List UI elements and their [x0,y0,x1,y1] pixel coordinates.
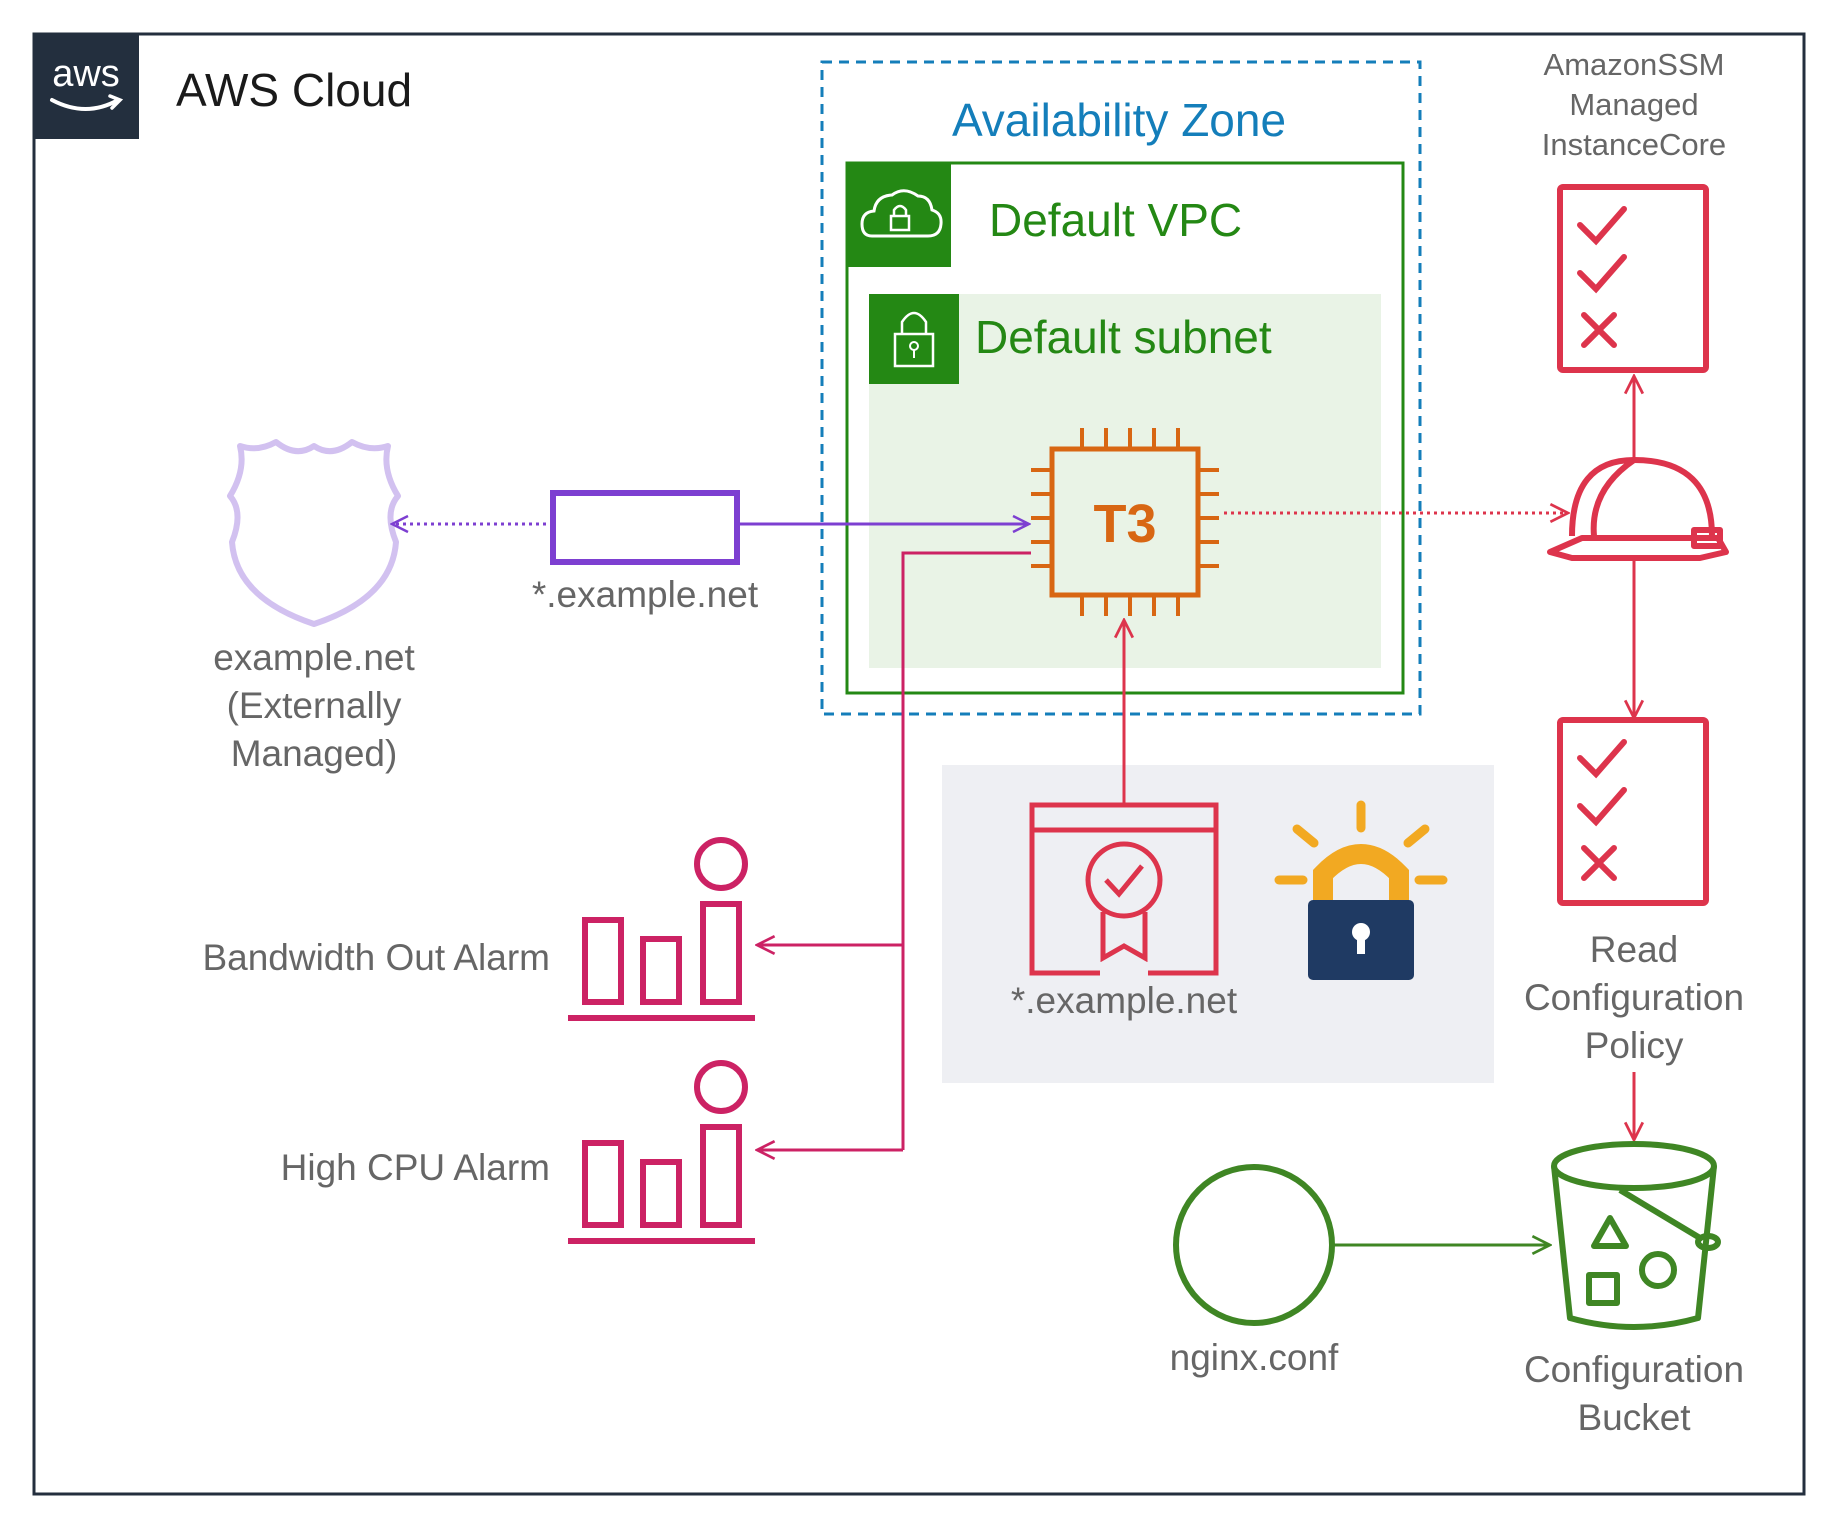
instance-type-label: T3 [1093,494,1156,554]
aws-cloud-title: AWS Cloud [176,64,412,116]
bandwidth-alarm-icon [568,837,755,1021]
route53-label-line2: (Externally [227,685,402,726]
dns-record-label: *.example.net [532,574,759,615]
subnet-group: Default subnet [869,294,1381,668]
ec2-chip-icon [1049,446,1201,598]
route53-label-line1: example.net [213,637,415,678]
availability-zone-group: Availability Zone [820,60,1422,716]
bucket-label-line1: Configuration [1524,1349,1744,1390]
route53-shield-icon [227,439,401,627]
lets-encrypt-lock-icon [1274,800,1448,980]
aws-logo-text: aws [52,53,120,95]
instance-alarm-trunk-line [901,551,1031,1150]
read-policy-label-line2: Configuration [1524,977,1744,1018]
cpu-alarm[interactable]: High CPU Alarm [281,1060,755,1244]
certificate-panel: *.example.net [942,765,1494,1083]
cpu-alarm-icon [568,1060,755,1244]
ssm-policy-label-line2: Managed [1569,87,1698,122]
vpc-title: Default VPC [989,194,1242,246]
ssm-managed-policy[interactable]: AmazonSSM Managed InstanceCore [1542,47,1726,373]
ssm-policy-label-line3: InstanceCore [1542,127,1726,162]
read-policy-label-line3: Policy [1585,1025,1684,1066]
aws-smile-icon [50,98,120,111]
certificate-label: *.example.net [1011,980,1238,1021]
aws-cloud-group: aws AWS Cloud [32,32,1806,1496]
read-policy-document-icon [1557,717,1709,906]
read-policy-label-line1: Read [1590,929,1678,970]
route53-label-line3: Managed) [231,733,398,774]
bandwidth-alarm-label: Bandwidth Out Alarm [202,937,550,978]
certificate-icon[interactable] [1029,802,1219,976]
vpc-group: Default VPC [845,161,1405,695]
bucket-label-line2: Bucket [1577,1397,1691,1438]
ssm-policy-label-line1: AmazonSSM [1544,47,1725,82]
read-config-policy[interactable]: Read Configuration Policy [1524,717,1744,1066]
bandwidth-alarm[interactable]: Bandwidth Out Alarm [202,837,755,1021]
config-bucket[interactable]: Configuration Bucket [1524,1141,1744,1438]
s3-bucket-icon [1551,1141,1721,1330]
cpu-alarm-label: High CPU Alarm [281,1147,550,1188]
ec2-instance[interactable]: T3 [1031,428,1219,616]
route53-hosted-zone[interactable]: example.net (Externally Managed) [213,439,415,774]
nginx-conf-label: nginx.conf [1170,1337,1339,1378]
subnet-lock-icon [869,294,959,384]
dns-record-icon [550,490,740,565]
subnet-title: Default subnet [975,311,1272,363]
availability-zone-title: Availability Zone [952,94,1286,146]
dns-record[interactable]: *.example.net [532,490,759,615]
ssm-policy-document-icon [1557,184,1709,373]
aws-logo-icon [34,34,139,139]
